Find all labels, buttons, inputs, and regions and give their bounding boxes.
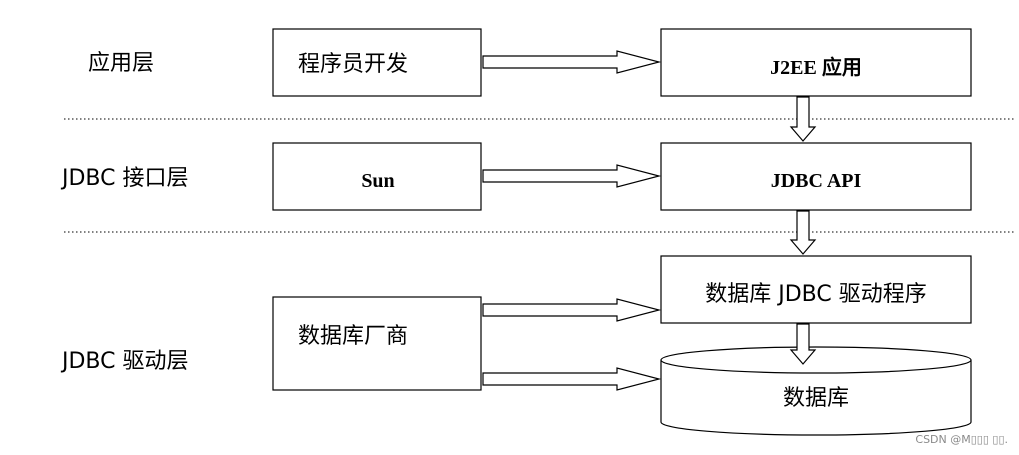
sun-label: Sun bbox=[361, 170, 394, 192]
layer-label-jdbc-driver: JDBC 驱动层 bbox=[60, 349, 189, 374]
csdn-watermark: CSDN @M▯▯▯ ▯▯. bbox=[915, 433, 1008, 446]
arrow-sun-to-jdbc-api bbox=[482, 164, 662, 188]
arrow-developer-to-j2ee bbox=[482, 50, 662, 74]
layer-label-application: 应用层 bbox=[88, 51, 154, 76]
arrow-vendor-to-driver bbox=[482, 298, 662, 322]
db-driver-label: 数据库 JDBC 驱动程序 bbox=[705, 282, 926, 307]
jdbc-api-label: JDBC API bbox=[771, 170, 862, 192]
developer-label: 程序员开发 bbox=[298, 52, 408, 77]
arrow-vendor-to-database bbox=[482, 367, 662, 391]
j2ee-app-label: J2EE 应用 bbox=[770, 55, 862, 79]
sun-box: Sun bbox=[272, 142, 482, 211]
db-driver-box: 数据库 JDBC 驱动程序 bbox=[660, 255, 972, 324]
database-cylinder: 数据库 bbox=[660, 346, 972, 436]
jdbc-api-box: JDBC API bbox=[660, 142, 972, 211]
j2ee-app-box: J2EE 应用 bbox=[660, 28, 972, 97]
arrow-j2ee-to-jdbc-api bbox=[789, 96, 817, 142]
db-vendor-label: 数据库厂商 bbox=[298, 324, 408, 349]
developer-box: 程序员开发 bbox=[272, 28, 482, 97]
arrow-driver-to-database bbox=[789, 323, 817, 365]
arrow-jdbc-api-to-driver bbox=[789, 210, 817, 255]
layer-label-jdbc-interface: JDBC 接口层 bbox=[60, 166, 189, 191]
database-label: 数据库 bbox=[783, 386, 849, 411]
db-vendor-box: 数据库厂商 bbox=[272, 296, 482, 391]
